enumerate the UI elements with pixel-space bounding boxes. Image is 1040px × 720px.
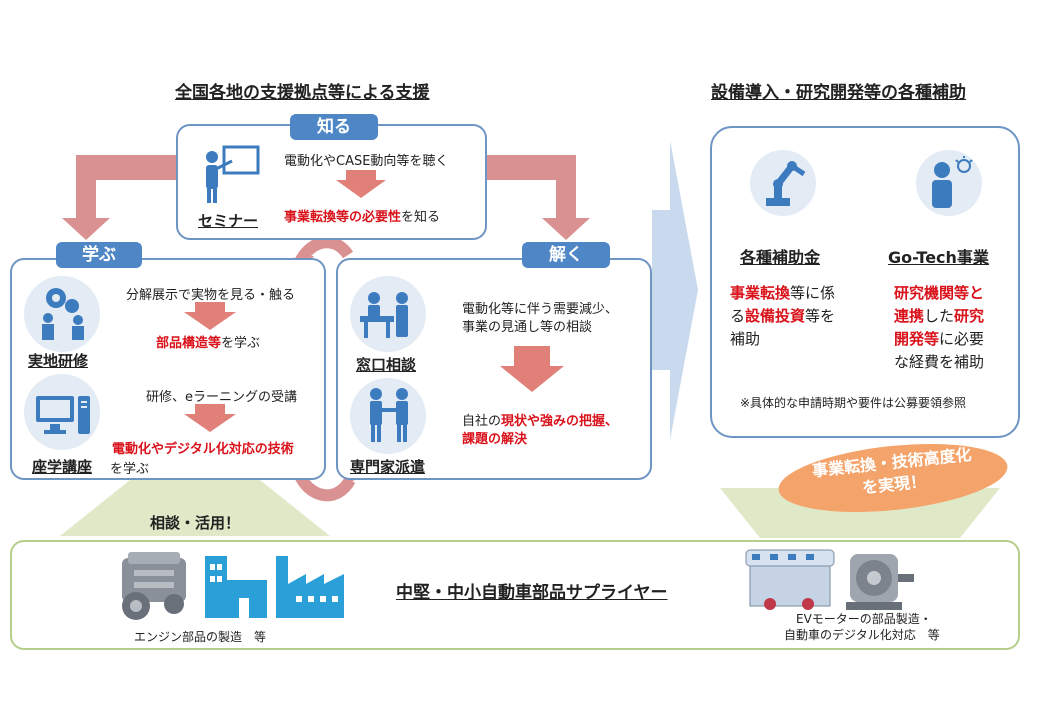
- kakushu-title: 各種補助金: [740, 248, 821, 267]
- toku-tag: 解く: [522, 242, 610, 268]
- counter-people-icon: [360, 292, 408, 338]
- presenter-icon: [206, 145, 260, 203]
- supplier-title: 中堅・中小自動車部品サプライヤー: [396, 583, 668, 603]
- madoguchi-line2: 事業の見通し等の相談: [462, 320, 593, 335]
- factory-building-icon: [205, 556, 267, 618]
- senmonka-line1: 自社の現状や強みの把握、: [462, 414, 619, 429]
- electric-motor-icon: [846, 554, 914, 610]
- cycle-arrow-bottom: [294, 472, 356, 502]
- factory-icon: [276, 556, 344, 618]
- madoguchi-label: 窓口相談: [356, 356, 417, 374]
- arrow-to-manabu: [62, 155, 176, 240]
- cycle-arrow-top: [294, 236, 354, 266]
- gotech-title: Go-Tech事業: [888, 248, 989, 267]
- consult-label: 相談・活用！: [150, 514, 241, 532]
- madoguchi-icon-bg: [350, 276, 426, 352]
- zagaku-down-arrow: [184, 404, 236, 432]
- jicchi-down-arrow: [184, 302, 236, 330]
- right-caption-2: 自動車のデジタル化対応 等: [784, 628, 940, 642]
- up-wide-arrow: [60, 480, 330, 536]
- senmonka-label: 専門家派遣: [350, 458, 426, 476]
- gear-people-icon: [42, 288, 84, 340]
- left-section-title: 全国各地の支援拠点等による支援: [175, 83, 430, 103]
- zagaku-line2-red: 電動化やデジタル化対応の技術: [112, 442, 294, 457]
- kakushu-desc: 事業転換等に係 る設備投資等を 補助: [730, 284, 836, 348]
- big-right-arrow: [652, 140, 698, 440]
- jicchi-line1: 分解展示で実物を見る・触る: [126, 288, 296, 303]
- senmonka-icon-bg: [350, 378, 426, 454]
- shiru-down-arrow: [336, 170, 386, 198]
- robot-arm-icon: [766, 161, 806, 206]
- toku-down-arrow: [500, 346, 564, 392]
- left-caption: エンジン部品の製造 等: [134, 630, 267, 644]
- lightbulb-person-icon: [932, 156, 973, 208]
- gotech-desc: 研究機関等と 連携した研究 開発等に必要 な経費を補助: [894, 284, 985, 371]
- zagaku-line1: 研修、eラーニングの受講: [146, 390, 297, 405]
- shiru-line1: 電動化やCASE動向等を聴く: [284, 154, 449, 169]
- jicchi-label: 実地研修: [28, 352, 89, 370]
- battery-pack-icon: [745, 549, 835, 610]
- handshake-icon: [370, 388, 408, 442]
- shiru-tag: 知る: [290, 114, 378, 140]
- manabu-tag: 学ぶ: [56, 242, 142, 268]
- right-caption-1: EVモーターの部品製造・: [796, 612, 932, 626]
- right-section-title: 設備導入・研究開発等の各種補助: [711, 83, 966, 103]
- madoguchi-line1: 電動化等に伴う需要減少、: [462, 302, 619, 317]
- jicchi-line2: 部品構造等を学ぶ: [156, 336, 261, 351]
- zagaku-label: 座学講座: [32, 458, 93, 476]
- arrow-to-toku: [486, 155, 590, 240]
- hojo-note: ※具体的な申請時期や要件は公募要領参照: [740, 396, 967, 410]
- seminar-label: セミナー: [198, 212, 259, 230]
- engine-icon: [122, 552, 186, 620]
- computer-icon: [36, 396, 90, 434]
- jicchi-icon-bg: [24, 276, 100, 352]
- senmonka-line2: 課題の解決: [462, 432, 528, 447]
- shiru-line2: 事業転換等の必要性を知る: [284, 210, 441, 225]
- zagaku-line2-rest: を学ぶ: [110, 462, 150, 477]
